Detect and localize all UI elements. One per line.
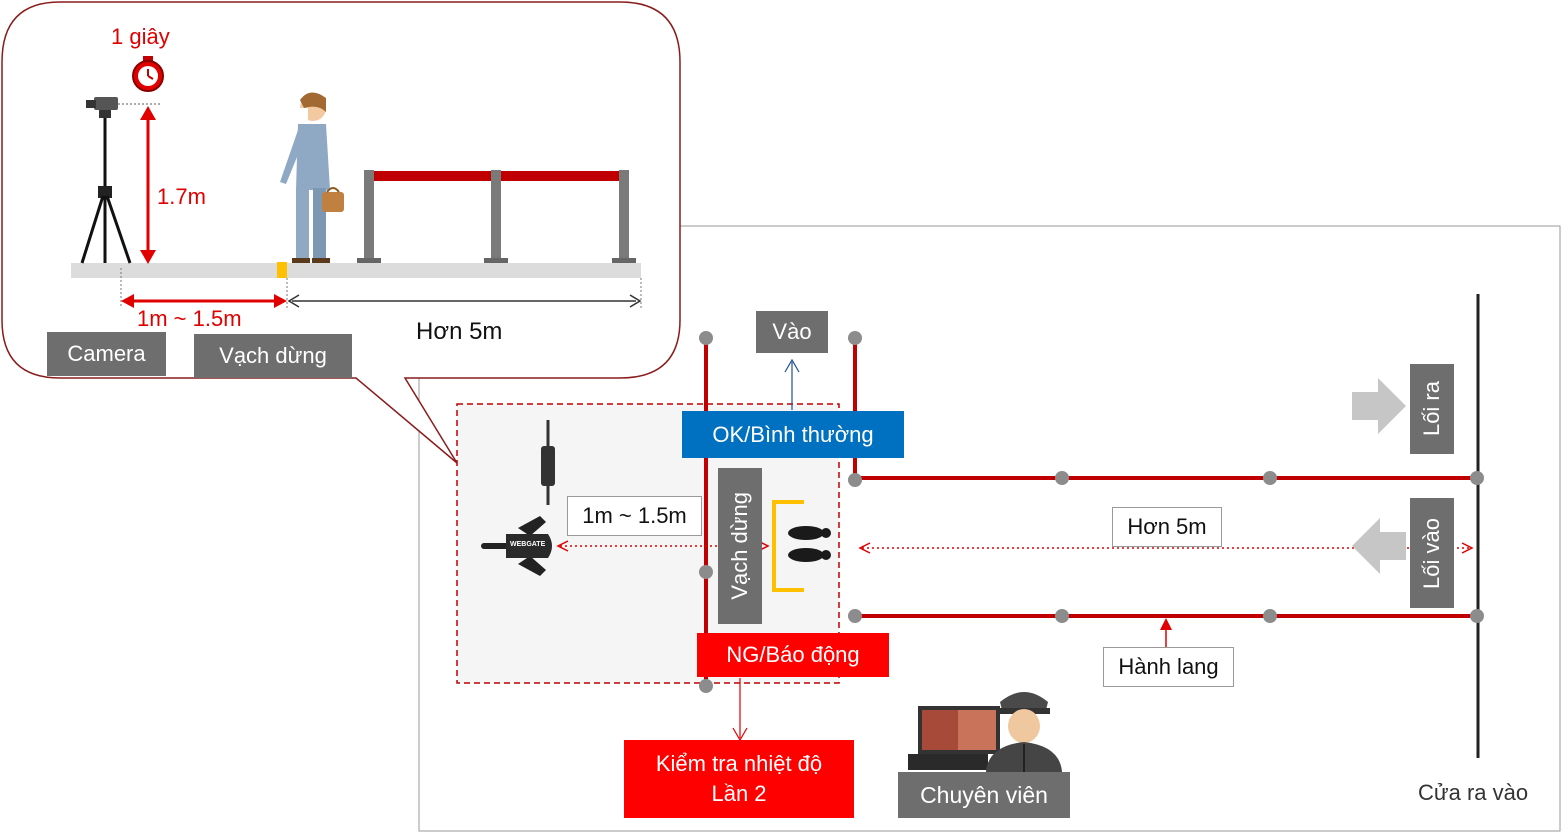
callout-stop-line-box: Vạch dừng: [194, 334, 352, 378]
stop-line-box: Vạch dừng: [718, 468, 762, 624]
corridor-distance-label: Hơn 5m: [1127, 514, 1207, 539]
second-check-box: Kiểm tra nhiệt độ Lần 2: [624, 740, 854, 818]
operator-label: Chuyên viên: [920, 781, 1048, 808]
second-check-line1: Kiểm tra nhiệt độ: [655, 751, 823, 776]
gate-label: Cửa ra vào: [1418, 780, 1529, 805]
footprints-icon: [788, 526, 831, 562]
callout-far-distance-arrow: [287, 294, 642, 308]
top-view-stand-icon: [541, 420, 555, 505]
ok-status-label: OK/Bình thường: [712, 421, 874, 447]
monitor-icon: [908, 706, 1000, 770]
camera-label: Camera: [67, 341, 146, 366]
exit-label: Lối ra: [1419, 381, 1444, 437]
corridor-box: Hành lang: [1103, 647, 1234, 687]
stop-bracket: [772, 500, 804, 592]
height-arrow: [140, 106, 156, 264]
stopwatch-icon: [132, 56, 164, 92]
callout-stop-line-label: Vạch dừng: [219, 343, 327, 368]
callout-far-distance-label: Hơn 5m: [416, 318, 503, 345]
entrance-box: Lối vào: [1410, 498, 1454, 608]
zone-distance-label: 1m ~ 1.5m: [582, 503, 687, 528]
corridor-label: Hành lang: [1118, 654, 1219, 679]
floor-strip: [71, 263, 641, 278]
corridor-distance-box: Hơn 5m: [1112, 507, 1222, 547]
stop-line-marker: [277, 262, 287, 278]
operator-icon: [986, 692, 1062, 772]
operator-box: Chuyên viên: [898, 772, 1070, 818]
rail-posts: [699, 331, 1484, 693]
person-icon: [280, 92, 344, 263]
entrance-label: Lối vào: [1419, 517, 1444, 589]
callout-bubble: [1, 1, 681, 464]
ok-status-box: OK/Bình thường: [682, 411, 904, 458]
zone-distance-box: 1m ~ 1.5m: [567, 496, 702, 536]
exit-arrow-icon: [1352, 378, 1406, 434]
stop-line-label: Vạch dừng: [727, 492, 752, 600]
stanchion-barrier: [357, 170, 636, 263]
ng-status-label: NG/Báo động: [726, 642, 860, 667]
entry-label: Vào: [772, 319, 812, 344]
entrance-arrow-icon: [1352, 518, 1406, 574]
camera-brand-label: WEBGATE: [510, 541, 546, 548]
callout-near-distance-arrow: [121, 294, 287, 308]
tripod-camera-icon: [80, 97, 132, 264]
camera-label-box: Camera: [47, 332, 166, 376]
height-label: 1.7m: [157, 184, 206, 209]
callout-near-distance-label: 1m ~ 1.5m: [137, 306, 242, 331]
timer-label: 1 giây: [111, 24, 170, 49]
entry-label-box: Vào: [756, 311, 828, 353]
exit-box: Lối ra: [1410, 364, 1454, 454]
ng-status-box: NG/Báo động: [697, 633, 889, 677]
top-view-camera-icon: [481, 516, 552, 576]
second-check-line2: Lần 2: [711, 781, 767, 806]
